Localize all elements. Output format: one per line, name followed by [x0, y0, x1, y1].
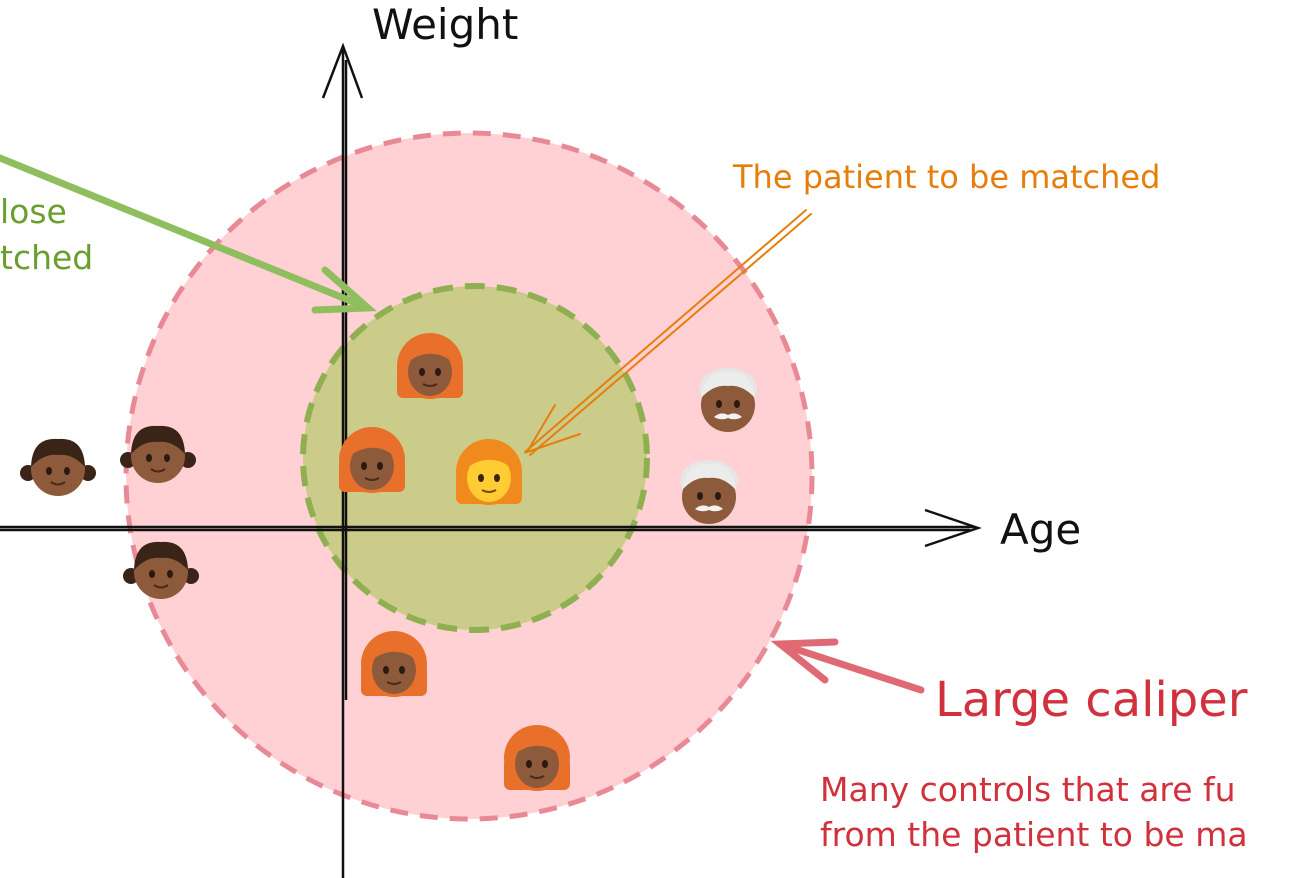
woman-red-hair-yellow-icon: [455, 438, 523, 506]
woman-red-hair-dark-icon: [338, 426, 406, 494]
many-controls-annotation-line2: from the patient to be ma: [820, 815, 1248, 854]
patient-annotation: The patient to be matched: [733, 158, 1161, 196]
girl-pigtails-icon: [19, 437, 97, 497]
woman-red-hair-dark-icon: [503, 724, 571, 792]
x-axis: [0, 508, 982, 548]
close-match-annotation-line1: lose: [0, 192, 67, 231]
close-match-annotation-line2: tched: [0, 238, 94, 277]
woman-red-hair-dark-icon: [360, 630, 428, 698]
y-axis-label: Weight: [372, 0, 519, 49]
large-caliper-label: Large caliper: [935, 672, 1248, 728]
woman-red-hair-dark-icon: [396, 332, 464, 400]
many-controls-annotation-line1: Many controls that are fu: [820, 770, 1236, 809]
large-caliper-arrow: [770, 638, 925, 694]
x-axis-label: Age: [1000, 505, 1082, 554]
patient-arrow: [524, 209, 812, 456]
close-match-arrow: [0, 154, 377, 314]
old-man-white-hair-icon: [699, 368, 757, 432]
old-man-white-hair-icon: [680, 460, 738, 524]
